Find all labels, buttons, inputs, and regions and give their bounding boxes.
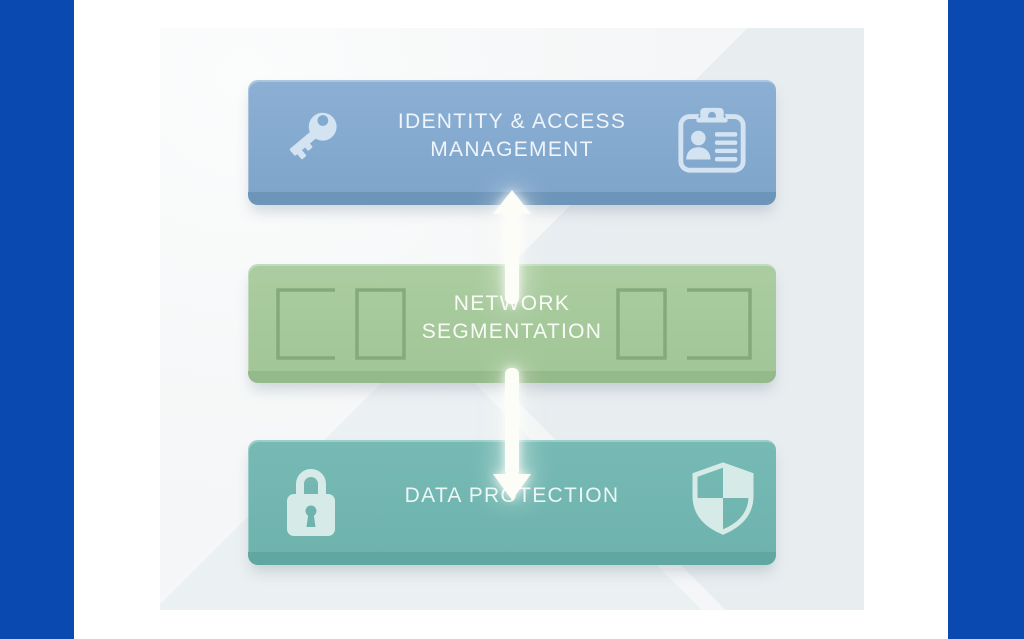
arrow-down-connector xyxy=(493,368,531,500)
shield-checkered-icon xyxy=(692,462,754,535)
arrow-up-connector xyxy=(493,190,531,304)
segment-rectangles-icon xyxy=(616,288,752,360)
lock-icon xyxy=(287,469,335,536)
id-badge-icon xyxy=(678,107,746,173)
right-frame-bar xyxy=(948,0,1024,639)
segment-rectangles-icon xyxy=(276,288,406,360)
layer-title-line: IDENTITY & ACCESS xyxy=(397,110,627,134)
key-icon xyxy=(289,112,337,160)
diagram-panel: IDENTITY & ACCESS MANAGEMENT xyxy=(160,28,864,610)
layer-identity-access-management: IDENTITY & ACCESS MANAGEMENT xyxy=(248,80,776,205)
layer-title-line: MANAGEMENT xyxy=(430,138,594,161)
left-frame-bar xyxy=(0,0,74,639)
layer-title-line: SEGMENTATION xyxy=(421,319,603,343)
layer-title: IDENTITY & ACCESS MANAGEMENT xyxy=(398,108,626,163)
